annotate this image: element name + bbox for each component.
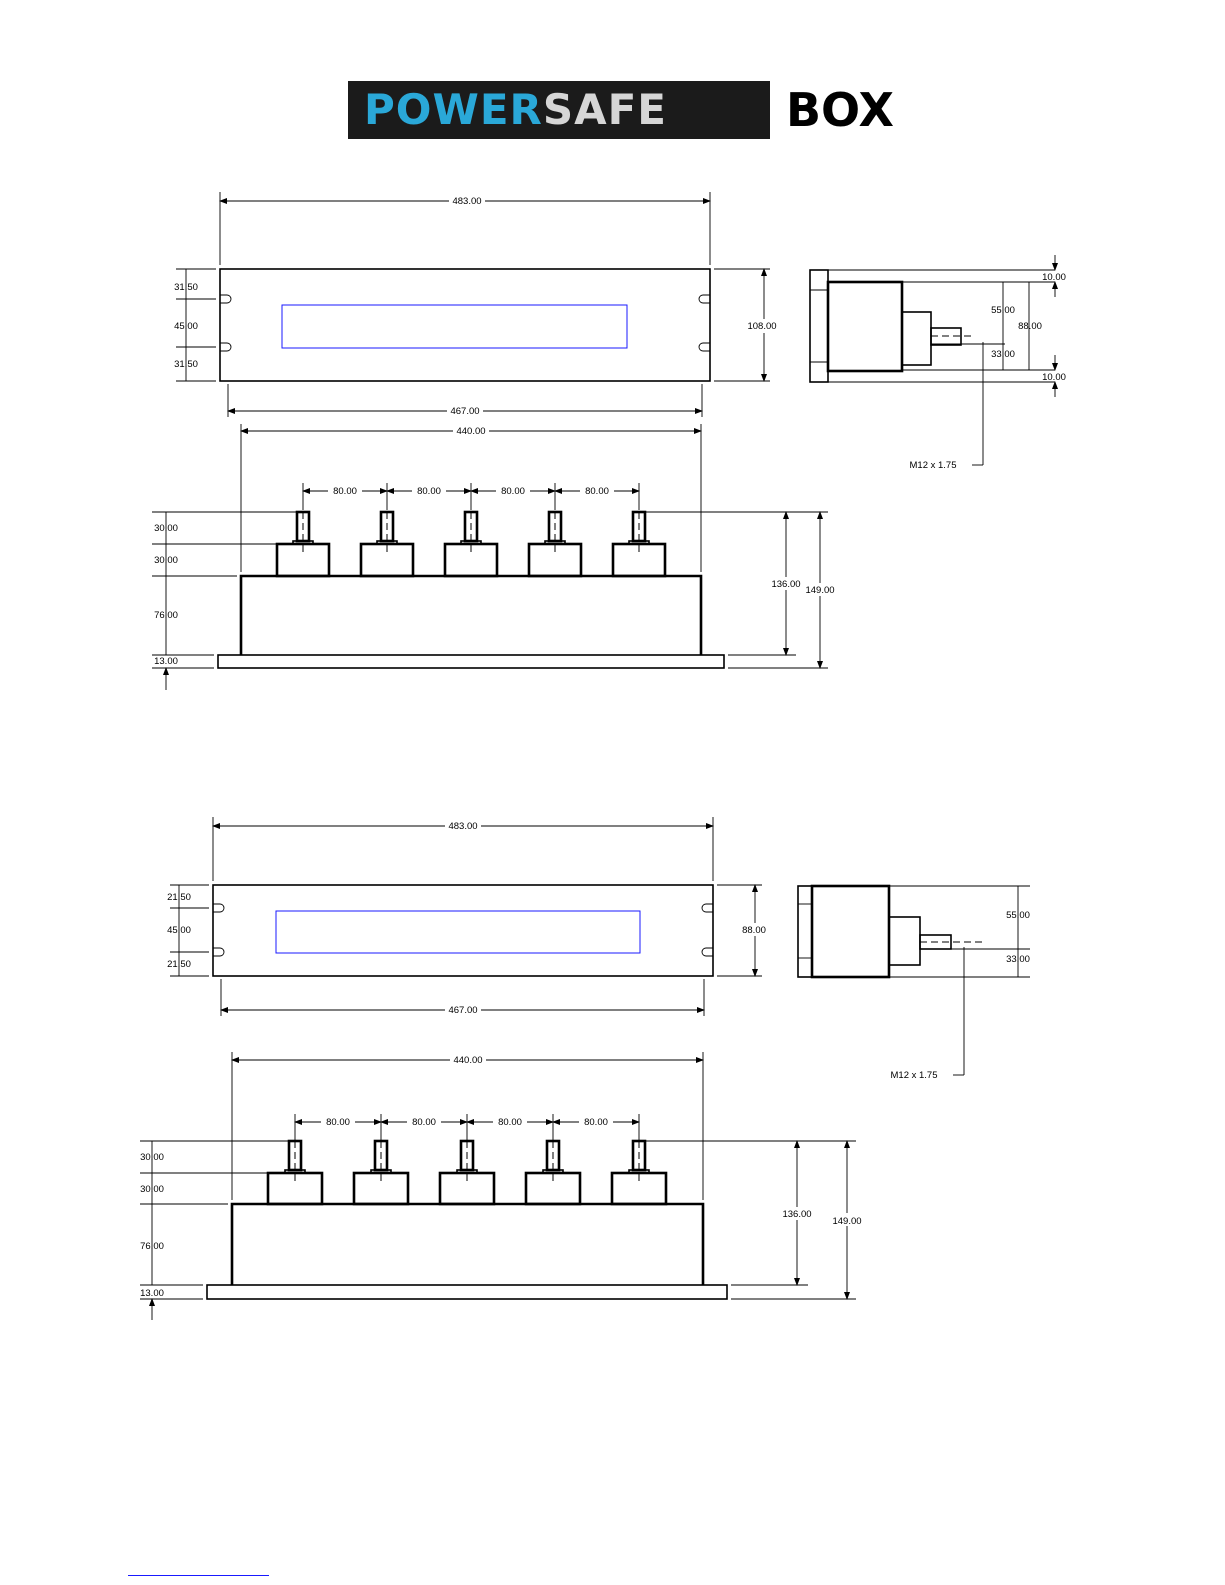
dim-housing-height: 30.00 <box>154 555 178 566</box>
mount-slot <box>220 295 231 303</box>
dim-pitch: 80.00 <box>584 1117 608 1128</box>
drawing-2: 483.00 467.00 88.00 21.50 45.00 21.50 <box>140 817 1030 1320</box>
plan-view-2: 440.00 80.00 80.00 80.00 80.00 <box>140 1052 862 1320</box>
dim-panel-height: 108.00 <box>747 321 776 332</box>
dim-mount-width: 467.00 <box>450 406 479 417</box>
front-panel-1: 483.00 467.00 108.00 31.50 45.00 31.50 <box>174 192 776 417</box>
mount-slot <box>699 295 710 303</box>
terminal-stud <box>361 512 413 576</box>
dim-pitch: 80.00 <box>501 486 525 497</box>
dim-hole-top: 21.50 <box>167 892 191 903</box>
terminal-stud <box>440 1141 494 1204</box>
dim-overall-width: 483.00 <box>452 196 481 207</box>
dim-pitch: 80.00 <box>333 486 357 497</box>
dim-side-lower: 33.00 <box>1006 954 1030 965</box>
dim-pitch: 80.00 <box>585 486 609 497</box>
terminal-stud <box>613 512 665 576</box>
display-window <box>276 911 640 953</box>
dim-body-height: 76.00 <box>154 610 178 621</box>
dim-plan-width: 440.00 <box>456 426 485 437</box>
side-view-2: 55.00 33.00 M12 x 1.75 <box>798 886 1030 1081</box>
footer-link-underline[interactable] <box>128 1575 269 1576</box>
dim-overall-width: 483.00 <box>448 821 477 832</box>
dim-housing-height: 30.00 <box>140 1184 164 1195</box>
dim-pitch: 80.00 <box>417 486 441 497</box>
thread-callout: M12 x 1.75 <box>910 460 957 471</box>
dim-base-height: 13.00 <box>154 656 178 667</box>
front-panel-outline <box>220 269 710 381</box>
mount-slot <box>220 343 231 351</box>
dim-h149: 149.00 <box>832 1216 861 1227</box>
mount-slot <box>699 343 710 351</box>
terminal-stud <box>612 1141 666 1204</box>
drawing-1: 483.00 467.00 108.00 31.50 45.00 31.50 <box>152 192 1066 690</box>
front-panel-2: 483.00 467.00 88.00 21.50 45.00 21.50 <box>167 817 766 1016</box>
dim-hole-spacing: 45.00 <box>174 321 198 332</box>
dim-stud-height: 30.00 <box>140 1152 164 1163</box>
display-window <box>282 305 627 348</box>
dim-flange-top: 10.00 <box>1042 272 1066 283</box>
dim-side-height: 88.00 <box>1018 321 1042 332</box>
terminal-stud <box>445 512 497 576</box>
dim-hole-spacing: 45.00 <box>167 925 191 936</box>
dim-hole-top: 31.50 <box>174 282 198 293</box>
thread-callout: M12 x 1.75 <box>891 1070 938 1081</box>
dim-side-upper: 55.00 <box>991 305 1015 316</box>
dim-body-height: 76.00 <box>140 1241 164 1252</box>
dim-plan-width: 440.00 <box>453 1055 482 1066</box>
terminal-stud <box>354 1141 408 1204</box>
pitch-dims: 80.00 80.00 80.00 80.00 <box>303 483 639 510</box>
dim-pitch: 80.00 <box>412 1117 436 1128</box>
dim-hole-bottom: 31.50 <box>174 359 198 370</box>
plan-view-1: 440.00 80.00 80.00 80.00 80.00 <box>152 424 835 690</box>
terminal-stud <box>526 1141 580 1204</box>
dim-stud-height: 30.00 <box>154 523 178 534</box>
dim-panel-height: 88.00 <box>742 925 766 936</box>
terminal-stud <box>268 1141 322 1204</box>
dim-base-height: 13.00 <box>140 1288 164 1299</box>
side-view-1: 10.00 10.00 55.00 33.00 88.00 M12 x 1.75 <box>810 255 1066 471</box>
dim-h149: 149.00 <box>805 585 834 596</box>
dim-side-lower: 33.00 <box>991 349 1015 360</box>
dim-flange-bottom: 10.00 <box>1042 372 1066 383</box>
pitch-dims: 80.00 80.00 80.00 80.00 <box>295 1114 639 1140</box>
terminal-stud <box>277 512 329 576</box>
dim-mount-width: 467.00 <box>448 1005 477 1016</box>
dim-side-upper: 55.00 <box>1006 910 1030 921</box>
dim-pitch: 80.00 <box>498 1117 522 1128</box>
terminal-stud <box>529 512 581 576</box>
dim-hole-bottom: 21.50 <box>167 959 191 970</box>
dim-h136: 136.00 <box>782 1209 811 1220</box>
dim-pitch: 80.00 <box>326 1117 350 1128</box>
dim-h136: 136.00 <box>771 579 800 590</box>
